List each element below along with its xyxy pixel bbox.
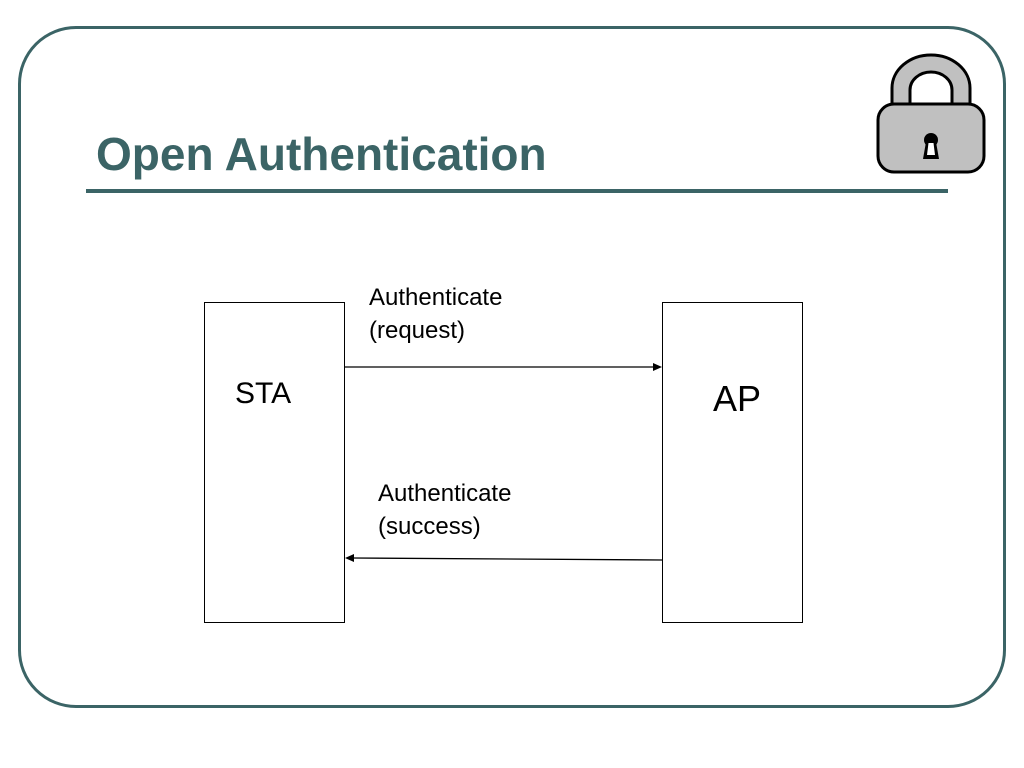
slide-frame: [18, 26, 1006, 708]
sta-box: [204, 302, 345, 623]
success-message-line1: Authenticate: [378, 480, 512, 507]
request-message-line1: Authenticate: [369, 284, 503, 311]
padlock-icon: [876, 53, 986, 174]
sta-label: STA: [235, 377, 292, 410]
ap-box: [662, 302, 803, 623]
request-message: Authenticate (request): [369, 281, 502, 347]
request-message-line2: (request): [369, 317, 466, 344]
success-message-line2: (success): [378, 513, 481, 540]
slide-title: Open Authentication: [96, 128, 547, 180]
ap-label: AP: [713, 378, 762, 419]
title-underline: [86, 189, 948, 193]
success-message: Authenticate (success): [378, 477, 511, 543]
